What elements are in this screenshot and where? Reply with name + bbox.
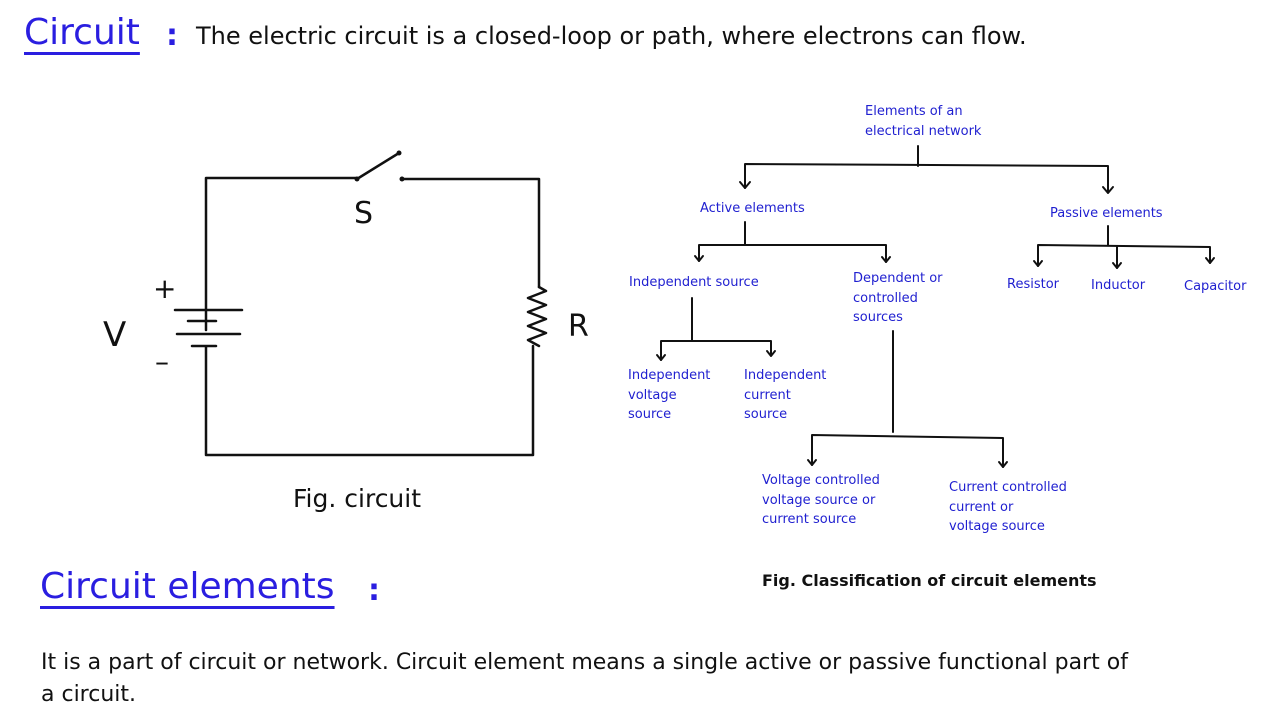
voltage-label: V	[103, 315, 126, 355]
circuit-caption: Fig. circuit	[293, 484, 422, 513]
tree-node-dependent-source: Dependent or controlled sources	[853, 271, 943, 325]
tree-node-active: Active elements	[700, 201, 805, 216]
arrow-icon	[881, 256, 891, 263]
tree-node-cc-source: Current controlled current or voltage so…	[949, 480, 1067, 534]
circuit-heading-colon: :	[166, 18, 178, 53]
wire-top-right	[400, 177, 541, 289]
tree-node-passive: Passive elements	[1050, 206, 1163, 221]
battery-icon	[173, 308, 244, 348]
circuit-definition: The electric circuit is a closed-loop or…	[196, 22, 1027, 50]
circuit-elements-colon: :	[368, 573, 380, 608]
arrow-icon	[998, 461, 1008, 468]
switch-label: S	[354, 196, 373, 231]
tree-node-independent-voltage: Independent voltage source	[628, 368, 711, 422]
arrow-icon	[1205, 257, 1215, 264]
plus-sign: +	[153, 272, 176, 305]
arrow-icon	[766, 350, 776, 357]
resistor-label: R	[568, 309, 589, 344]
tree-node-inductor: Inductor	[1091, 278, 1146, 293]
circuit-elements-heading: Circuit elements	[40, 566, 335, 607]
minus-sign: –	[155, 345, 169, 378]
arrow-icon	[694, 255, 704, 262]
arrow-icon	[1102, 186, 1114, 194]
circuit-diagram: S R V + –	[103, 150, 589, 457]
tree-node-root: Elements of an electrical network	[865, 104, 982, 139]
arrow-icon	[1033, 260, 1043, 267]
classification-tree-connectors	[656, 145, 1215, 468]
wire-top-left	[204, 176, 358, 332]
tree-node-resistor: Resistor	[1007, 277, 1059, 292]
wire-right-bottom	[204, 344, 535, 457]
arrow-icon	[739, 181, 751, 189]
circuit-elements-definition: It is a part of circuit or network. Circ…	[41, 650, 1128, 707]
tree-node-vc-source: Voltage controlled voltage source or cur…	[762, 473, 880, 527]
tree-node-independent-current: Independent current source	[744, 368, 827, 422]
arrow-icon	[807, 459, 817, 466]
tree-node-capacitor: Capacitor	[1184, 279, 1247, 294]
resistor-icon	[526, 285, 548, 348]
arrow-icon	[1112, 262, 1122, 269]
arrow-icon	[656, 354, 666, 361]
classification-caption: Fig. Classification of circuit elements	[762, 571, 1097, 590]
tree-node-independent-source: Independent source	[629, 275, 759, 290]
circuit-heading: Circuit	[24, 12, 140, 53]
